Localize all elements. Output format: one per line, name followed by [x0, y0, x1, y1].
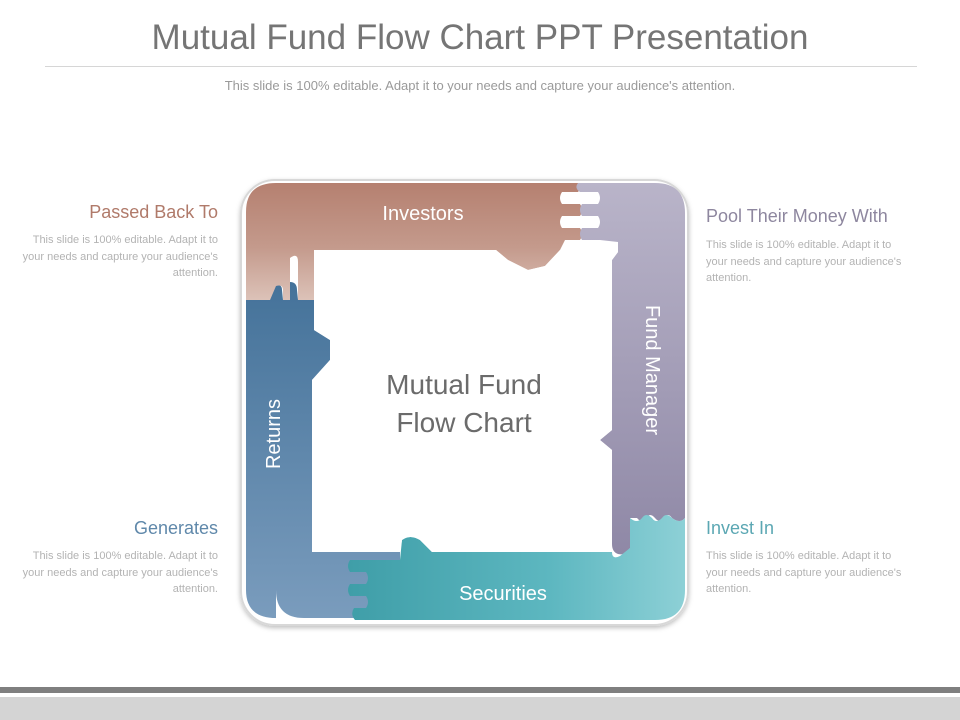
slide-subtitle: This slide is 100% editable. Adapt it to… [224, 78, 736, 93]
returns-arm [246, 249, 400, 619]
callout-top-left-body: This slide is 100% editable. Adapt it to… [22, 234, 218, 279]
callout-bottom-left-body: This slide is 100% editable. Adapt it to… [22, 550, 218, 595]
securities-label: Securities [459, 583, 547, 605]
center-title-line2: Flow Chart [396, 407, 532, 438]
callout-bottom-right-heading: Invest In [706, 518, 775, 538]
investors-label: Investors [382, 203, 463, 225]
fund-manager-arm [576, 183, 685, 555]
callout-bottom-left-heading: Generates [133, 518, 218, 538]
callout-top-right-body: This slide is 100% editable. Adapt it to… [706, 239, 902, 284]
footer-bar-dark [0, 687, 960, 693]
callout-top-right-heading: Pool Their Money With [706, 206, 888, 226]
center-title-line1: Mutual Fund [386, 369, 542, 400]
callout-top-left-heading: Passed Back To [89, 202, 218, 222]
returns-label: Returns [263, 399, 285, 469]
footer-bar-light [0, 697, 960, 720]
title-divider [45, 66, 917, 67]
center-panel [312, 250, 618, 552]
callout-bottom-right-body: This slide is 100% editable. Adapt it to… [706, 550, 902, 595]
slide-title: Mutual Fund Flow Chart PPT Presentation [151, 18, 809, 57]
investors-arm [246, 183, 582, 300]
fund-manager-label: Fund Manager [641, 305, 663, 435]
securities-arm [348, 515, 685, 620]
